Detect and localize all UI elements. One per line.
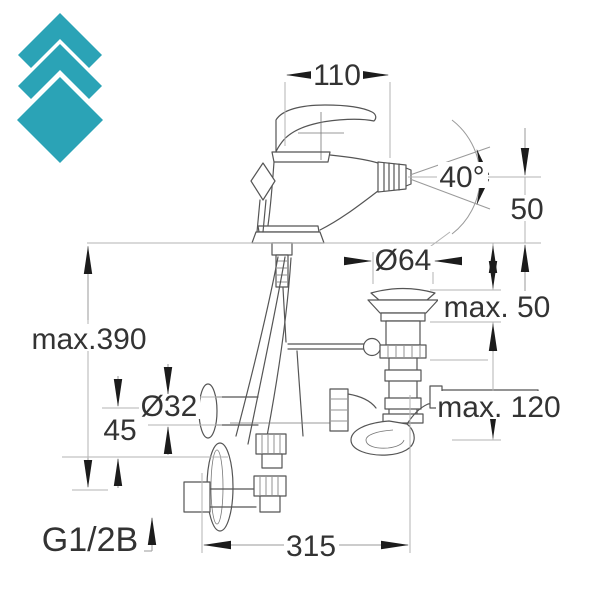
trap-bowl xyxy=(350,420,415,456)
popup-rod xyxy=(282,287,287,343)
supply-hose xyxy=(235,256,279,437)
spout-underside xyxy=(319,190,379,231)
angle-valve-lower xyxy=(253,475,287,497)
wall-flange-small xyxy=(198,383,218,439)
logo-diamond-icon xyxy=(17,77,103,163)
logo-chevron-icon xyxy=(18,44,102,99)
label-drain-diameter: Ø64 xyxy=(375,244,432,277)
spray-ray xyxy=(409,146,491,176)
popup-knob xyxy=(250,162,276,201)
supply-hose xyxy=(263,257,292,453)
valve-elbow xyxy=(261,453,283,469)
supply-hose xyxy=(247,256,286,445)
label-supply-offset: 45 xyxy=(103,414,136,447)
label-spout-width: 110 xyxy=(313,59,361,92)
tailpipe-coupling xyxy=(384,397,422,410)
valve-outlet xyxy=(259,495,281,513)
label-spray-angle: 40° xyxy=(439,161,484,194)
lever-handle xyxy=(275,104,377,153)
brand-logo xyxy=(17,13,103,163)
label-spout-height: 50 xyxy=(510,193,543,226)
label-max-height: max.390 xyxy=(31,323,146,356)
spray-ray xyxy=(409,178,491,210)
label-bottom-width: 315 xyxy=(286,530,336,563)
faucet-illustration xyxy=(183,104,539,532)
dimension-labels: 110 40° 50 Ø64 max. 50 max.390 Ø32 45 ma… xyxy=(30,59,563,563)
label-thread-size: G1/2B xyxy=(42,521,138,559)
tailpipe-coupling xyxy=(384,369,422,382)
logo-chevron-icon xyxy=(18,13,102,68)
drain-dome-top xyxy=(370,287,436,301)
drain-dome-skirt xyxy=(367,299,439,314)
cartridge-collar xyxy=(271,151,331,163)
label-drain-body-max: max. 50 xyxy=(444,291,551,324)
dimension-lines xyxy=(62,70,541,553)
pipe-union xyxy=(183,481,211,513)
angle-valve-upper xyxy=(255,433,287,455)
drain-body xyxy=(385,320,421,346)
spout xyxy=(329,154,379,164)
drain-ring xyxy=(380,312,426,322)
label-trap-depth: max. 120 xyxy=(437,391,560,424)
popup-ball xyxy=(362,337,382,357)
label-pipe-diameter: Ø32 xyxy=(141,390,198,423)
faucet-base-skirt xyxy=(251,231,325,244)
drain-nut xyxy=(379,344,427,359)
aerator xyxy=(377,161,407,193)
popup-strut xyxy=(296,350,304,437)
faucet-base xyxy=(257,225,320,233)
mounting-nut xyxy=(271,242,293,256)
trap-outlet-bend xyxy=(406,402,437,425)
